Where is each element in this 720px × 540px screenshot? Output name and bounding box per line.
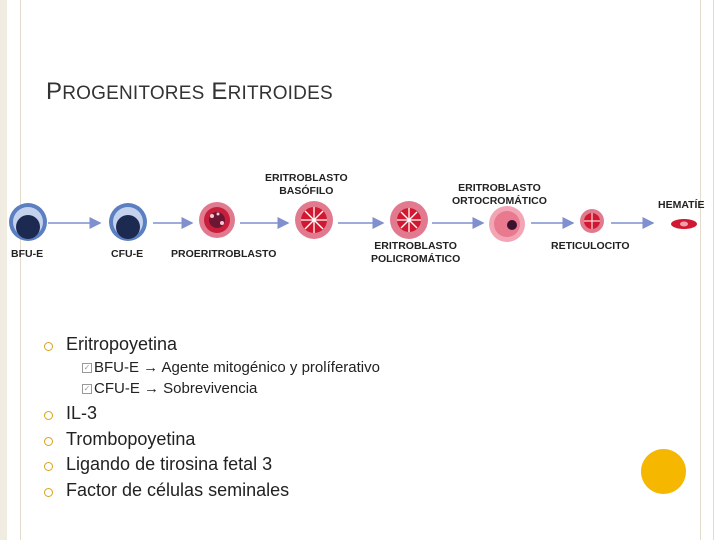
bullet-ligando-tirosina: Ligando de tirosina fetal 3 [66,454,272,475]
bullet-marker [44,411,53,420]
bullet-il-3: IL-3 [66,403,97,424]
bullet-marker [44,342,53,351]
reticulocito-cell [580,209,604,233]
label-reticulocito: RETICULOCITO [551,240,630,253]
label-proeritroblasto: PROERITROBLASTO [171,248,276,261]
slide-frame-line-left [20,0,21,540]
label-bfu-e: BFU-E [11,248,43,261]
sub-bullet-marker: ✓ [82,363,92,373]
sub-bullet-bfu-e: BFU-E → Agente mitogénico y prolíferativ… [94,359,380,376]
bullet-marker [44,462,53,471]
eritroblasto-ortocromatico-cell [489,206,525,242]
slide-frame-line-right-1 [700,0,701,540]
eritroblasto-basofilo-cell [295,201,333,239]
diagram-svg [0,168,720,268]
label-eritroblasto-basofilo: ERITROBLASTO BASÓFILO [265,172,348,198]
bullet-marker [44,437,53,446]
bullet-trombopoyetina: Trombopoyetina [66,429,195,450]
sub-bullet-marker: ✓ [82,384,92,394]
eritroblasto-policromatico-cell [390,201,428,239]
slide-frame-left [0,0,7,540]
label-eritroblasto-ortocromatico: ERITROBLASTO ORTOCROMÁTICO [452,182,547,208]
bfu-e-cell [9,203,47,241]
bullet-eritropoyetina: Eritropoyetina [66,334,177,355]
bullet-marker [44,488,53,497]
label-eritroblasto-policromatico: ERITROBLASTO POLICROMÁTICO [371,240,460,266]
slide-frame-line-right-2 [713,0,714,540]
cfu-e-cell [109,203,147,241]
sub-bullet-cfu-e: CFU-E → Sobrevivencia [94,380,257,397]
label-hematie: HEMATÍE [658,199,704,212]
hematie-cell [671,219,697,229]
erythropoiesis-diagram: BFU-E CFU-E PROERITROBLASTO ERITROBLASTO… [0,168,720,268]
label-cfu-e: CFU-E [111,248,143,261]
slide-title: PROGENITORES ERITROIDES [46,78,333,106]
decorative-orange-circle [641,449,686,494]
bullet-factor-celulas: Factor de células seminales [66,480,289,501]
proeritroblasto-cell [199,202,235,238]
